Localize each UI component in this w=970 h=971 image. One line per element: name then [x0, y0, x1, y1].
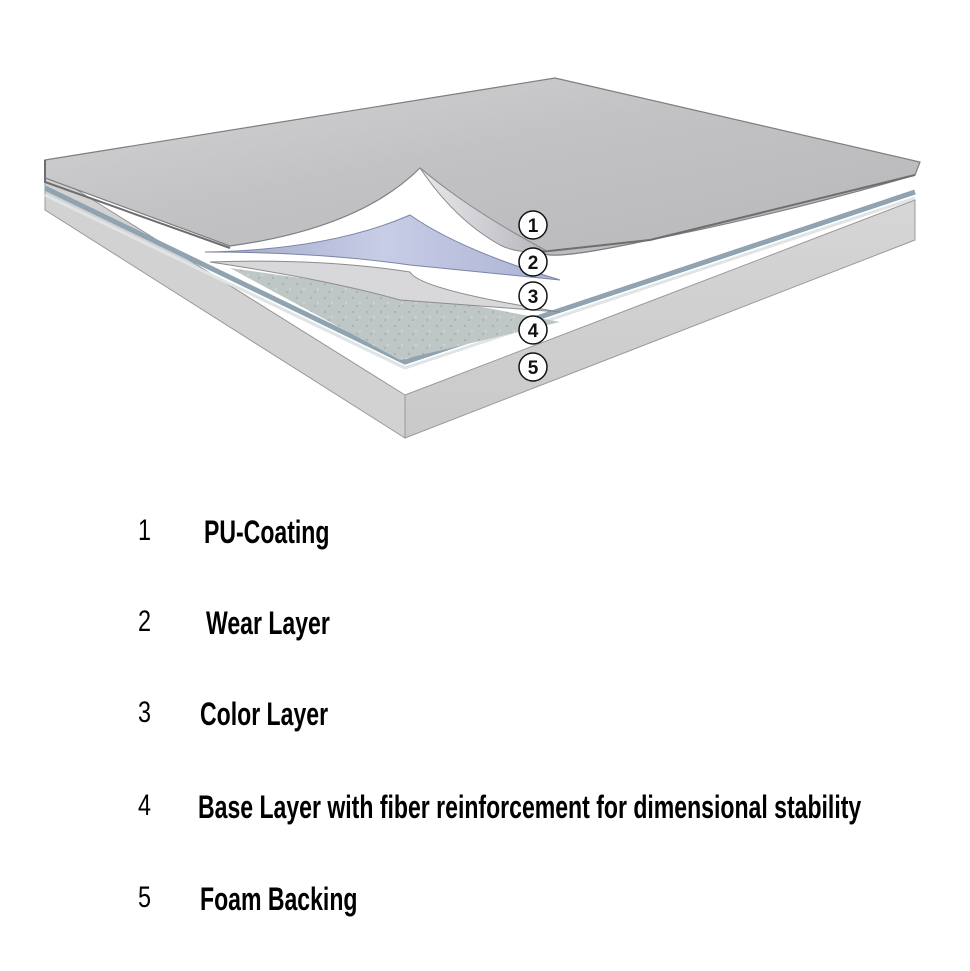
exposed-base-layer	[230, 268, 560, 360]
legend-number: 1	[138, 514, 152, 547]
legend-number: 3	[138, 696, 152, 729]
callout-1-badge: 1	[518, 210, 548, 240]
legend-label: Base Layer with fiber reinforcement for …	[198, 789, 862, 825]
legend-number: 5	[138, 881, 152, 914]
legend-label: PU-Coating	[204, 514, 330, 550]
callout-4-badge: 4	[518, 315, 548, 345]
wear-layer-peel	[204, 214, 561, 281]
callout-2-badge: 2	[518, 247, 548, 277]
flooring-layers-diagram: 1 2 3 4 5	[43, 77, 921, 439]
legend-label: Color Layer	[200, 696, 329, 732]
svg-text:1: 1	[528, 216, 539, 237]
svg-text:5: 5	[528, 358, 539, 379]
legend-number: 2	[138, 605, 152, 638]
legend-number: 4	[138, 789, 152, 822]
callout-5-badge: 5	[518, 352, 548, 382]
svg-text:4: 4	[528, 321, 539, 342]
legend-label: Foam Backing	[200, 881, 358, 917]
legend-label: Wear Layer	[206, 605, 330, 641]
callout-3-badge: 3	[518, 281, 548, 311]
color-layer-peel	[209, 260, 561, 313]
base-layer-edge	[43, 185, 916, 365]
svg-text:2: 2	[528, 253, 539, 274]
svg-text:3: 3	[528, 287, 539, 308]
